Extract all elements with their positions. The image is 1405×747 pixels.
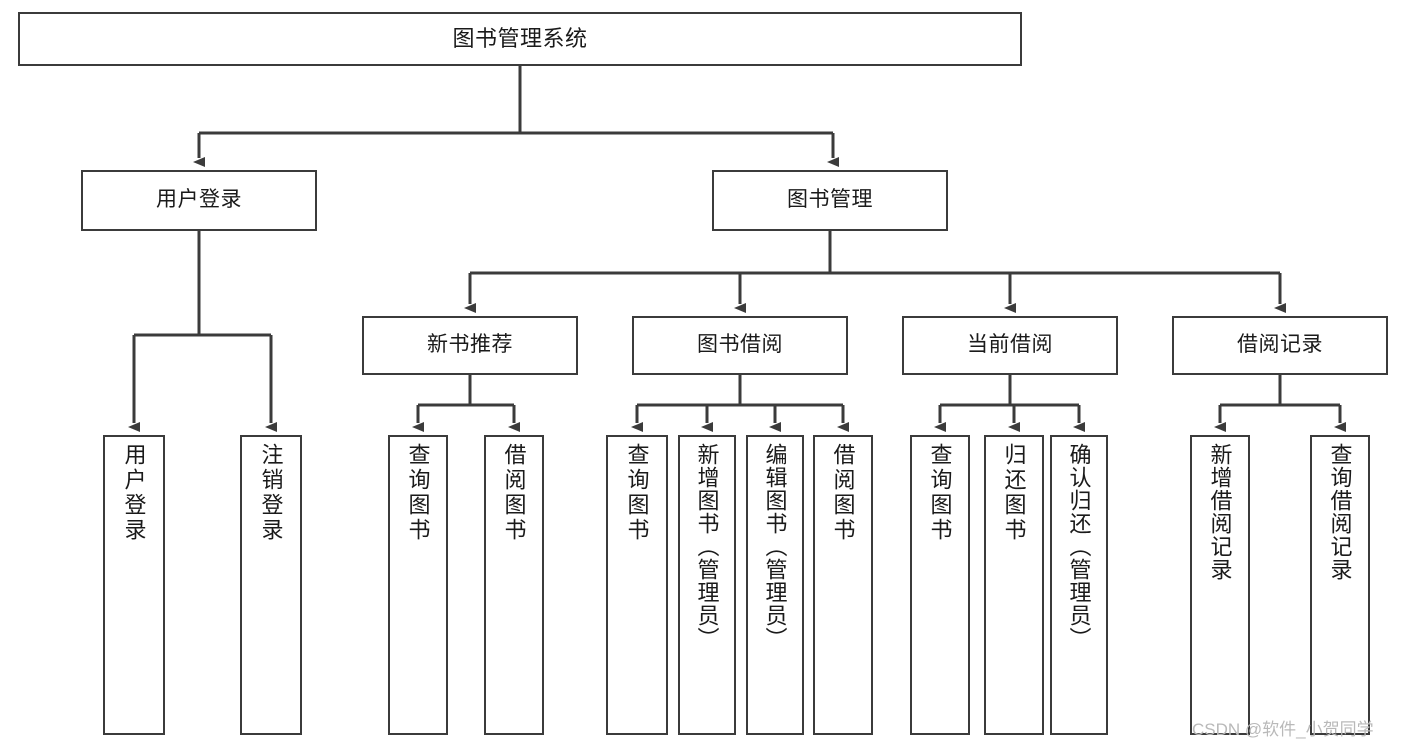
leaf-query-book-borrow[interactable]: 查询图书 bbox=[606, 435, 668, 735]
leaf-user-login[interactable]: 用户登录 bbox=[103, 435, 165, 735]
leaf-user-login-label: 用户登录 bbox=[121, 443, 147, 543]
leaf-confirm-return-admin[interactable]: 确认归还（管理员） bbox=[1050, 435, 1108, 735]
node-user-login-label: 用户登录 bbox=[156, 188, 242, 212]
node-root-label: 图书管理系统 bbox=[452, 26, 588, 52]
node-current-borrow[interactable]: 当前借阅 bbox=[902, 316, 1118, 375]
node-user-login[interactable]: 用户登录 bbox=[81, 170, 317, 231]
leaf-edit-book-admin[interactable]: 编辑图书（管理员） bbox=[746, 435, 804, 735]
leaf-query-book-borrow-label: 查询图书 bbox=[624, 443, 650, 543]
leaf-confirm-return-admin-label: 确认归还（管理员） bbox=[1066, 443, 1092, 650]
leaf-edit-book-admin-label: 编辑图书（管理员） bbox=[762, 443, 788, 650]
node-book-management[interactable]: 图书管理 bbox=[712, 170, 948, 231]
node-book-management-label: 图书管理 bbox=[787, 188, 873, 212]
leaf-query-book-current-label: 查询图书 bbox=[927, 443, 953, 543]
leaf-borrow-book-newbook[interactable]: 借阅图书 bbox=[484, 435, 544, 735]
node-new-book-recommend[interactable]: 新书推荐 bbox=[362, 316, 578, 375]
node-new-book-recommend-label: 新书推荐 bbox=[427, 333, 513, 357]
leaf-borrow-book-newbook-label: 借阅图书 bbox=[501, 443, 527, 543]
leaf-query-book-current[interactable]: 查询图书 bbox=[910, 435, 970, 735]
leaf-return-book-label: 归还图书 bbox=[1001, 443, 1027, 543]
csdn-watermark: CSDN @软件_小贺同学 bbox=[1192, 720, 1374, 739]
leaf-add-borrow-record[interactable]: 新增借阅记录 bbox=[1190, 435, 1250, 735]
node-borrow-record[interactable]: 借阅记录 bbox=[1172, 316, 1388, 375]
leaf-query-book-newbook[interactable]: 查询图书 bbox=[388, 435, 448, 735]
node-root[interactable]: 图书管理系统 bbox=[18, 12, 1022, 66]
leaf-query-borrow-record-label: 查询借阅记录 bbox=[1327, 443, 1353, 581]
leaf-logout[interactable]: 注销登录 bbox=[240, 435, 302, 735]
node-book-borrow-label: 图书借阅 bbox=[697, 333, 783, 357]
leaf-query-borrow-record[interactable]: 查询借阅记录 bbox=[1310, 435, 1370, 735]
node-current-borrow-label: 当前借阅 bbox=[967, 333, 1053, 357]
leaf-add-book-admin[interactable]: 新增图书（管理员） bbox=[678, 435, 736, 735]
leaf-return-book[interactable]: 归还图书 bbox=[984, 435, 1044, 735]
leaf-add-borrow-record-label: 新增借阅记录 bbox=[1207, 443, 1233, 581]
leaf-add-book-admin-label: 新增图书（管理员） bbox=[694, 443, 720, 650]
leaf-borrow-book-label: 借阅图书 bbox=[830, 443, 856, 543]
node-borrow-record-label: 借阅记录 bbox=[1237, 333, 1323, 357]
leaf-query-book-newbook-label: 查询图书 bbox=[405, 443, 431, 543]
leaf-logout-label: 注销登录 bbox=[258, 443, 284, 543]
node-book-borrow[interactable]: 图书借阅 bbox=[632, 316, 848, 375]
leaf-borrow-book[interactable]: 借阅图书 bbox=[813, 435, 873, 735]
